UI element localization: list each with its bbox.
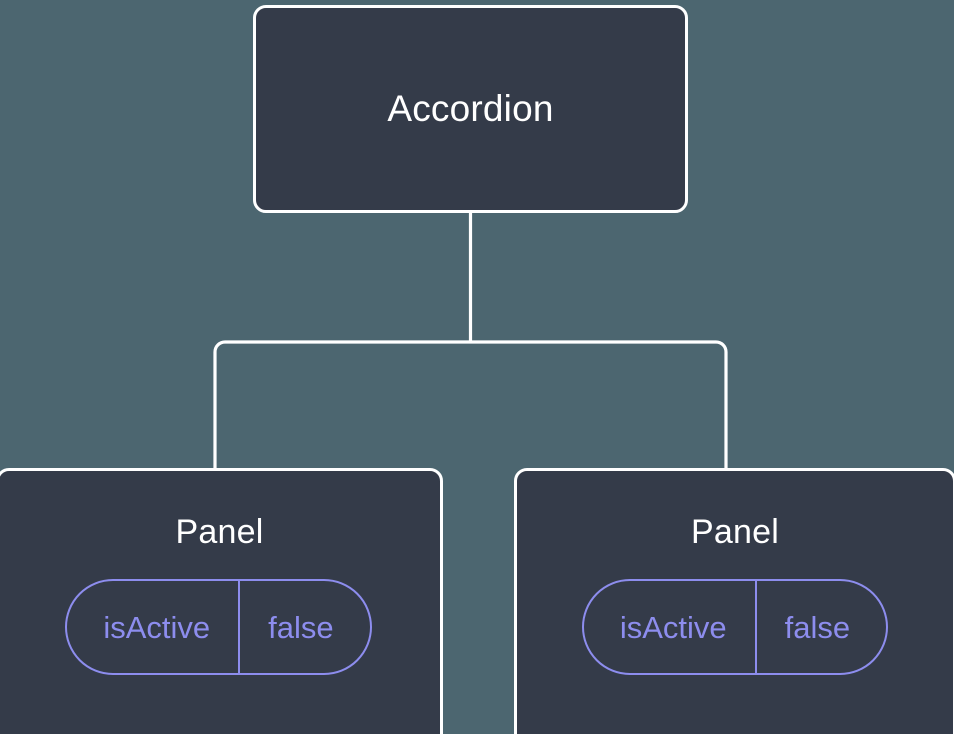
node-panel-1-title: Panel (175, 513, 264, 551)
node-panel-1[interactable]: Panel isActive false (0, 468, 443, 734)
node-panel-1-prop-badge[interactable]: isActive false (65, 579, 372, 675)
connector-branch-left (213, 340, 471, 470)
node-panel-2-prop-key: isActive (619, 609, 727, 645)
node-panel-2-prop-value: false (754, 581, 886, 673)
node-accordion-title: Accordion (387, 87, 554, 129)
node-panel-2[interactable]: Panel isActive false (514, 468, 954, 734)
node-panel-2-prop-badge[interactable]: isActive false (581, 579, 889, 675)
node-panel-1-prop-value: false (238, 581, 369, 673)
node-accordion[interactable]: Accordion (253, 5, 688, 213)
connector-branch-right (470, 340, 728, 470)
node-panel-2-title: Panel (691, 513, 779, 551)
node-panel-1-prop-key: isActive (103, 609, 211, 645)
